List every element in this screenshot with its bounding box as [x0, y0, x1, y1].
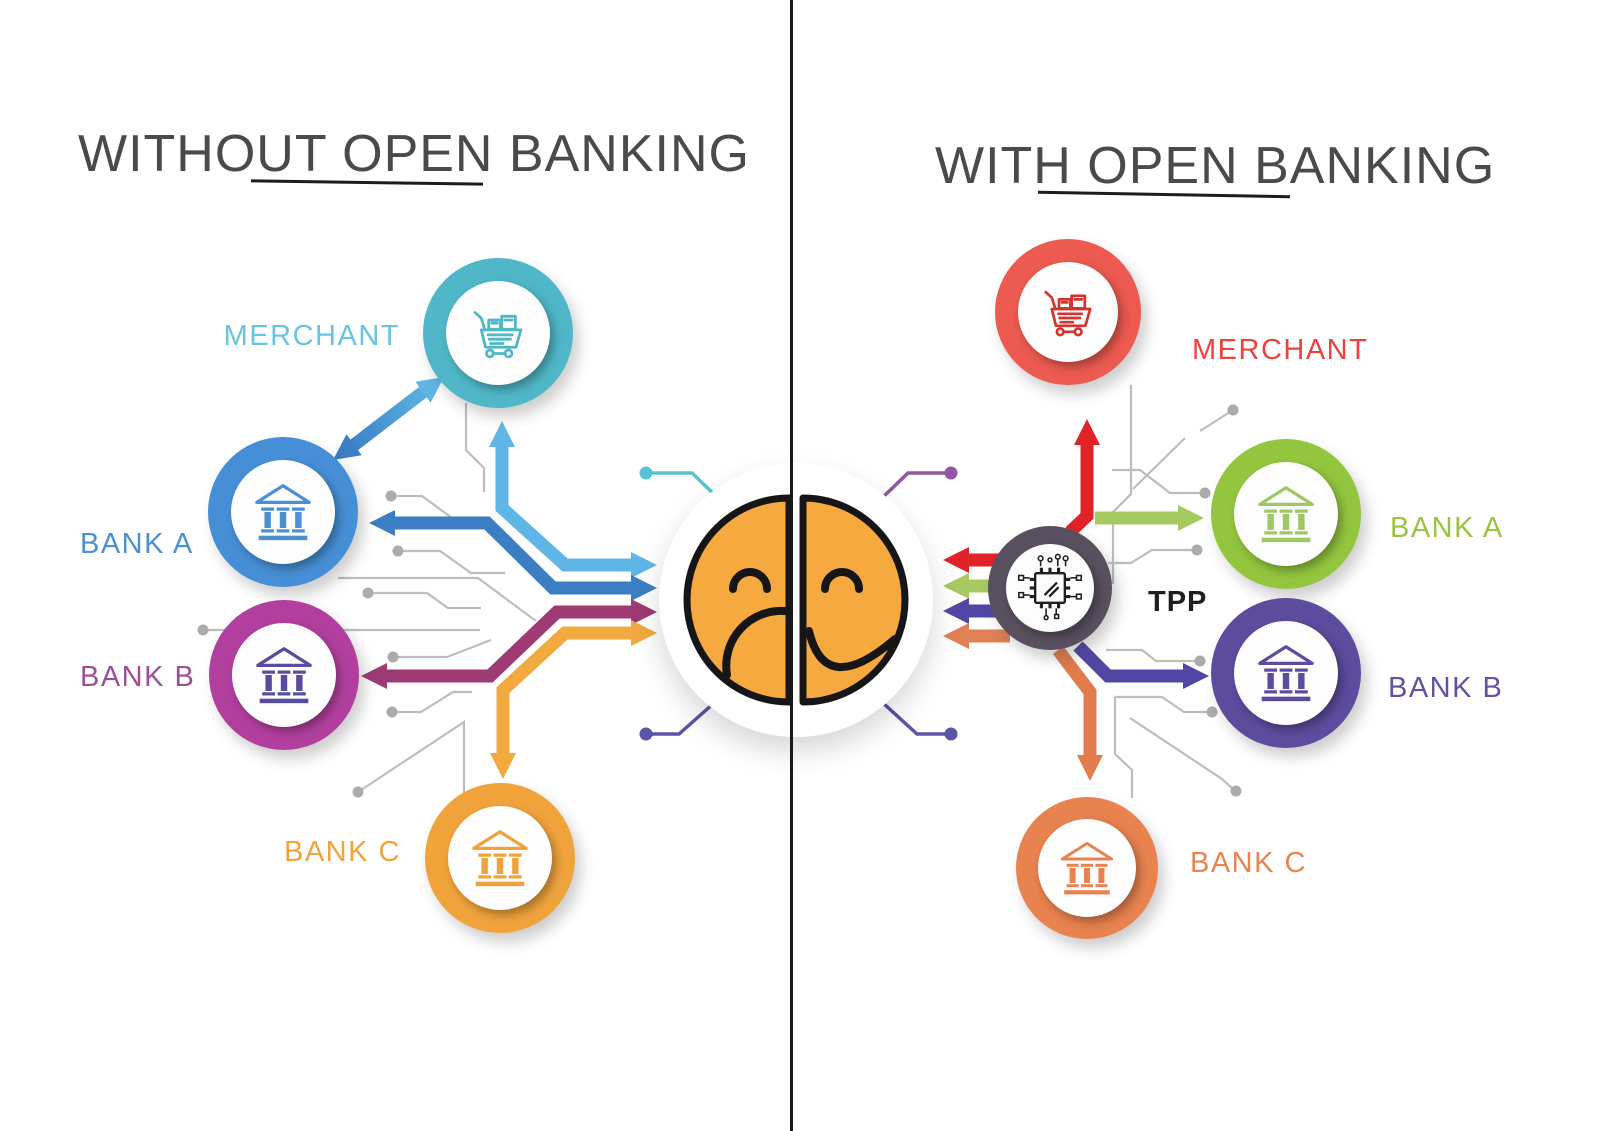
arrow-bank-a-face-left — [369, 510, 657, 601]
arrow-merchant-bank-a-left — [333, 377, 444, 460]
label-tpp: TPP — [1148, 586, 1208, 618]
label-bank-a-left: BANK A — [80, 528, 194, 560]
node-bank-b-left — [209, 600, 359, 750]
left-title: WITHOUT OPEN BANKING — [78, 125, 750, 183]
label-bank-b-right: BANK B — [1388, 672, 1504, 704]
bank-icon — [468, 826, 532, 890]
bank-icon — [1254, 482, 1318, 546]
arrow-bank-c-face-left — [490, 620, 657, 779]
right-title: WITH OPEN BANKING — [935, 137, 1496, 195]
node-bank-c-right — [1016, 797, 1158, 939]
label-bank-b-left: BANK B — [80, 661, 196, 693]
bank-icon — [1254, 641, 1318, 705]
bank-icon — [1057, 838, 1117, 898]
split-face — [659, 463, 933, 737]
panel-divider — [790, 0, 793, 1131]
bank-icon — [252, 643, 316, 707]
node-bank-a-left — [208, 437, 358, 587]
bank-icon — [251, 480, 315, 544]
node-tpp — [988, 526, 1112, 650]
node-bank-b-right — [1211, 598, 1361, 748]
shopping-cart-icon — [1038, 282, 1098, 342]
arrow-bank-b-face-left — [361, 599, 657, 689]
arrow-tpp-merchant — [1065, 419, 1100, 537]
sad-happy-face-icon — [683, 494, 909, 706]
label-bank-c-left: BANK C — [284, 836, 401, 868]
node-merchant-right — [995, 239, 1141, 385]
node-bank-c-left — [425, 783, 575, 933]
node-bank-a-right — [1211, 439, 1361, 589]
chip-icon — [1011, 549, 1089, 627]
arrow-merchant-face-left — [489, 421, 657, 578]
label-merchant-left: MERCHANT — [223, 320, 400, 352]
shopping-cart-icon — [467, 302, 529, 364]
label-bank-a-right: BANK A — [1390, 512, 1504, 544]
label-bank-c-right: BANK C — [1190, 847, 1307, 879]
label-merchant-right: MERCHANT — [1192, 334, 1369, 366]
flow-arrows — [333, 377, 1209, 781]
node-merchant-left — [423, 258, 573, 408]
arrow-tpp-bank-b — [1073, 641, 1209, 689]
arrow-tpp-bank-c — [1052, 646, 1103, 781]
